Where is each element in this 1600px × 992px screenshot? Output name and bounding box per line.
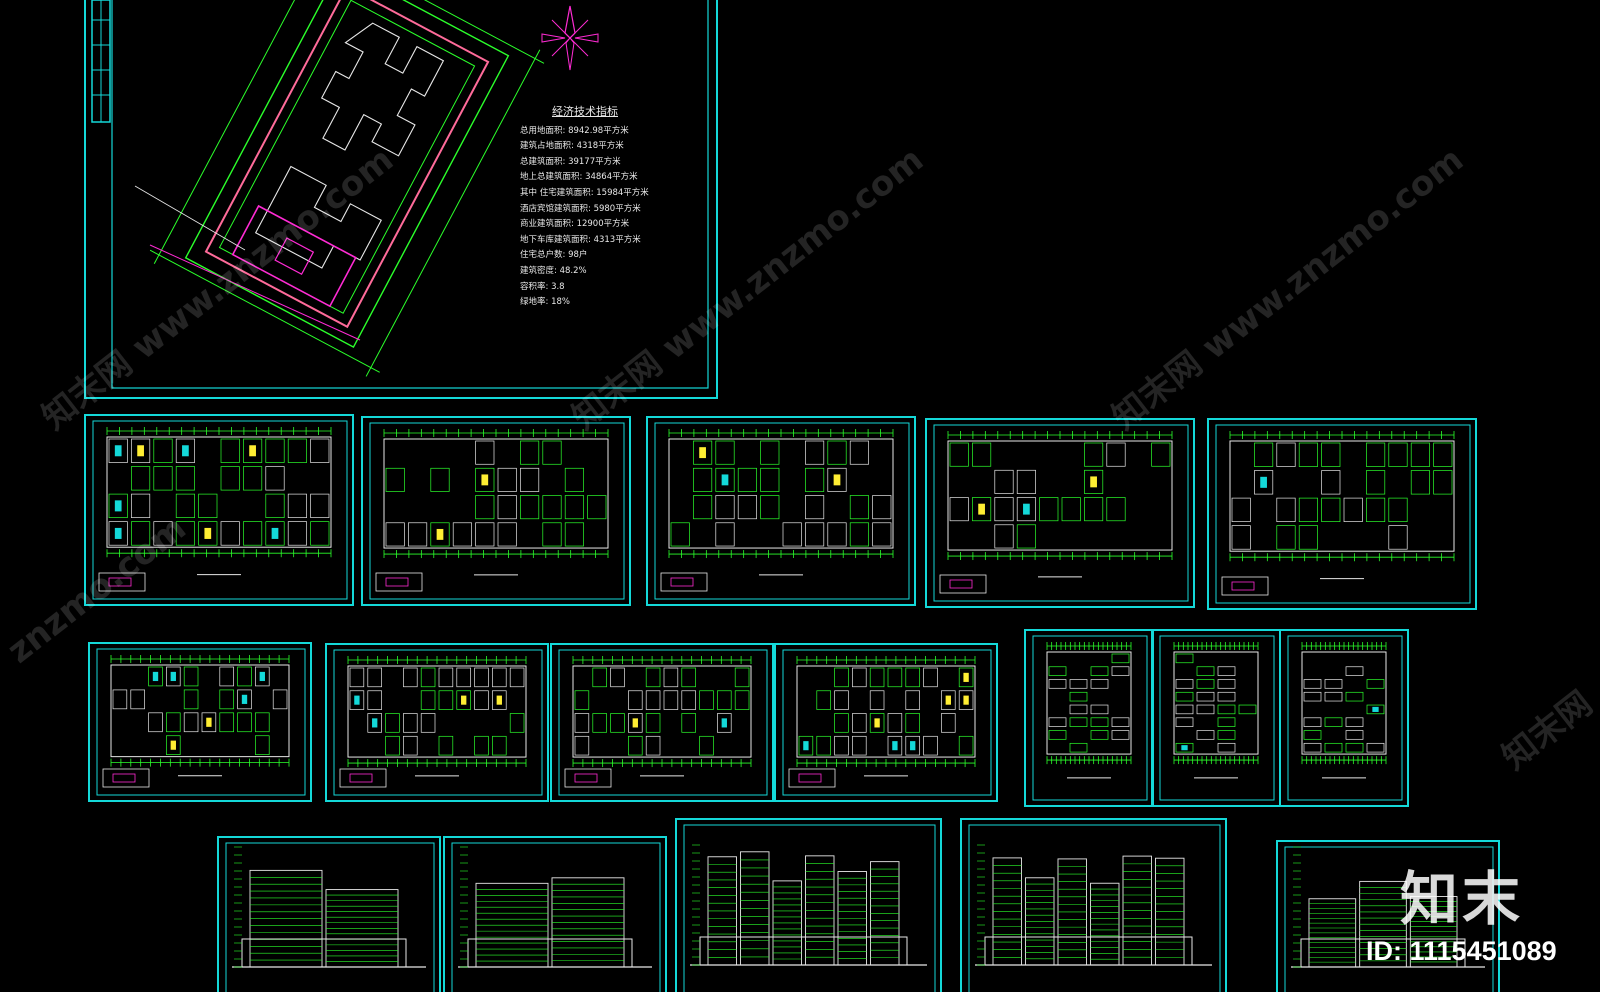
drawing-sheet[interactable] bbox=[1207, 418, 1477, 610]
spec-line: 总建筑面积: 39177平方米 bbox=[520, 156, 621, 167]
site-outline bbox=[149, 0, 545, 377]
spec-line: 地下车库建筑面积: 4313平方米 bbox=[520, 234, 641, 245]
spec-line: 地上总建筑面积: 34864平方米 bbox=[520, 172, 638, 183]
drawing-sheet[interactable] bbox=[646, 416, 916, 606]
elevation-sheet[interactable] bbox=[1276, 840, 1500, 992]
elevation-sheet[interactable] bbox=[217, 836, 441, 992]
drawing-sheet[interactable] bbox=[361, 416, 631, 606]
spec-line: 建筑占地面积: 4318平方米 bbox=[520, 141, 624, 152]
elevation-sheet[interactable] bbox=[675, 818, 942, 992]
title-strip bbox=[91, 0, 111, 123]
drawing-sheet[interactable] bbox=[1024, 629, 1154, 807]
drawing-sheet[interactable] bbox=[925, 418, 1195, 608]
specs-title: 经济技术指标 bbox=[552, 105, 618, 118]
elevation-sheet[interactable] bbox=[443, 836, 667, 992]
elevation-row bbox=[217, 818, 1500, 992]
spec-line: 容积率: 3.8 bbox=[520, 281, 565, 292]
technical-indicators-table: 经济技术指标 总用地面积: 8942.98平方米 建筑占地面积: 4318平方米… bbox=[520, 104, 650, 311]
site-plan-sheet[interactable] bbox=[84, 0, 718, 399]
drawing-sheet[interactable] bbox=[88, 642, 312, 802]
spec-line: 总用地面积: 8942.98平方米 bbox=[520, 125, 629, 136]
floor-plan-row-2 bbox=[88, 629, 1409, 807]
north-arrow-icon bbox=[541, 5, 599, 71]
spec-line: 酒店宾馆建筑面积: 5980平方米 bbox=[520, 203, 641, 214]
spec-line: 商业建筑面积: 12900平方米 bbox=[520, 219, 630, 230]
drawing-sheet[interactable] bbox=[774, 643, 998, 802]
floor-plan-row-1 bbox=[84, 414, 1477, 610]
drawing-sheet[interactable] bbox=[325, 643, 549, 802]
znzmo-logo: 知末 bbox=[1400, 865, 1525, 933]
drawing-sheet[interactable] bbox=[550, 643, 774, 802]
asset-id-label: ID: 1115451089 bbox=[1366, 936, 1557, 966]
spec-line: 建筑密度: 48.2% bbox=[520, 265, 587, 276]
drawing-sheet[interactable] bbox=[1151, 629, 1281, 807]
elevation-sheet[interactable] bbox=[960, 818, 1227, 992]
drawing-sheet[interactable] bbox=[1279, 629, 1409, 807]
spec-line: 其中 住宅建筑面积: 15984平方米 bbox=[520, 187, 649, 198]
spec-line: 绿地率: 18% bbox=[520, 297, 570, 308]
drawing-sheet[interactable] bbox=[84, 414, 354, 606]
spec-line: 住宅总户数: 98户 bbox=[520, 250, 588, 261]
